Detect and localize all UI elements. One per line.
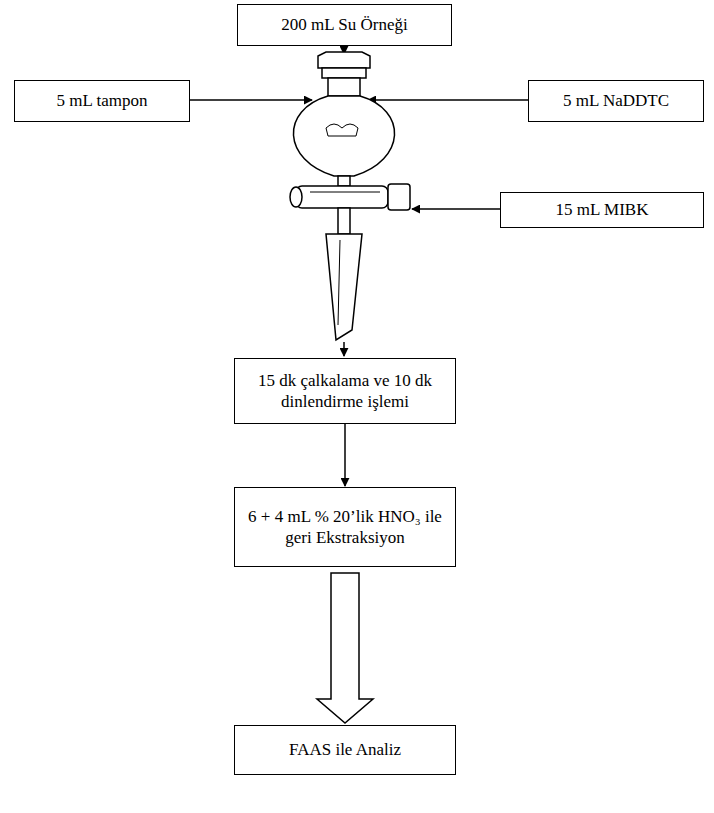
reagent-box: 5 mL tampon	[14, 80, 190, 122]
funnel-glass	[290, 52, 410, 340]
box-text: 15 dk çalkalama ve 10 dk dinlendirme işl…	[243, 370, 447, 413]
block-arrow	[317, 573, 373, 723]
reagent-box: 5 mL NaDDTC	[528, 80, 704, 122]
box-text: 5 mL tampon	[57, 90, 148, 111]
flow-arrow	[344, 424, 346, 486]
box-text: 200 mL Su Örneği	[281, 14, 407, 35]
box-text: 6 + 4 mL % 20’lik HNO₃ ile geri Ekstraks…	[243, 506, 447, 549]
process-box: 6 + 4 mL % 20’lik HNO₃ ile geri Ekstraks…	[234, 487, 456, 567]
box-text: 15 mL MIBK	[556, 199, 649, 220]
process-box: 15 dk çalkalama ve 10 dk dinlendirme işl…	[234, 358, 456, 424]
feed-arrows	[190, 46, 528, 356]
solvent-box: 15 mL MIBK	[500, 192, 704, 228]
analysis-box: FAAS ile Analiz	[234, 725, 456, 775]
box-text: 5 mL NaDDTC	[563, 90, 669, 111]
box-text: FAAS ile Analiz	[289, 739, 401, 760]
sample-box: 200 mL Su Örneği	[237, 4, 452, 46]
